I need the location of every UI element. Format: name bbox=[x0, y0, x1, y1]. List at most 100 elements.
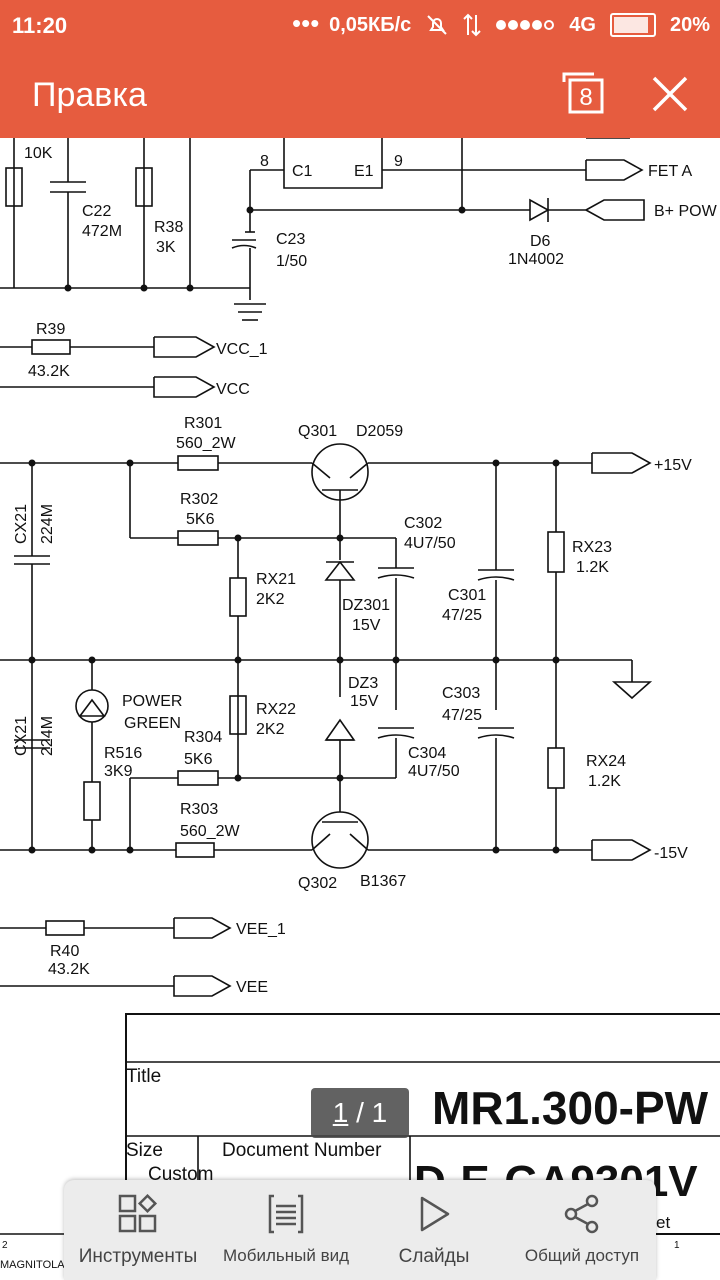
label-dz301: DZ301 bbox=[342, 597, 390, 614]
label-dz3-value: 15V bbox=[350, 693, 379, 710]
status-speed: 0,05КБ/с bbox=[329, 13, 412, 36]
label-rx21: RX21 bbox=[256, 571, 296, 588]
app-bar: Правка 8 bbox=[0, 52, 720, 138]
label-b-pow: B+ POW bbox=[654, 203, 718, 220]
label-r40: R40 bbox=[50, 943, 79, 960]
label-rx24: RX24 bbox=[586, 753, 626, 770]
label-c301-value: 47/25 bbox=[442, 607, 482, 624]
label-r38: R38 bbox=[154, 219, 183, 236]
label-pin8: 8 bbox=[260, 153, 269, 170]
label-c302: C302 bbox=[404, 515, 442, 532]
label-cx21-b: CX21 bbox=[13, 716, 30, 756]
tools-button[interactable]: Инструменты bbox=[64, 1180, 212, 1280]
label-r302: R302 bbox=[180, 491, 218, 508]
status-more-dots: ••• bbox=[292, 8, 320, 38]
label-r303: R303 bbox=[180, 801, 218, 818]
label-dz3: DZ3 bbox=[348, 675, 378, 692]
label-q302: Q302 bbox=[298, 875, 337, 892]
tools-label: Инструменты bbox=[78, 1246, 198, 1267]
signal-icon bbox=[496, 20, 555, 30]
close-button[interactable] bbox=[650, 74, 690, 114]
bottom-toolbar: Инструменты Мобильный вид Слайды Общий д… bbox=[64, 1180, 656, 1280]
page-indicator: 1 / 1 bbox=[311, 1088, 409, 1138]
label-cx21-b-value: 224M bbox=[39, 716, 56, 756]
label-d2059: D2059 bbox=[356, 423, 403, 440]
label-c1: C1 bbox=[292, 163, 313, 180]
label-c301: C301 bbox=[448, 587, 486, 604]
title-block-sheet: et bbox=[656, 1213, 670, 1232]
label-r304: R304 bbox=[184, 729, 222, 746]
battery-icon bbox=[609, 13, 656, 37]
status-bar: 11:20 ••• 0,05КБ/с 4G 20% bbox=[0, 0, 720, 52]
label-dz301-value: 15V bbox=[352, 617, 381, 634]
page-current: 1 bbox=[332, 1097, 349, 1128]
label-power: POWER bbox=[122, 693, 182, 710]
pages-count: 8 bbox=[579, 84, 592, 111]
label-rx21-value: 2K2 bbox=[256, 591, 285, 608]
label-d6-value: 1N4002 bbox=[508, 251, 564, 268]
page-total: 1 bbox=[371, 1097, 388, 1128]
pages-button[interactable]: 8 bbox=[562, 72, 604, 114]
label-rx22-value: 2K2 bbox=[256, 721, 285, 738]
status-network: 4G bbox=[569, 13, 596, 36]
label-r516-value: 3K9 bbox=[104, 763, 133, 780]
label-rx23: RX23 bbox=[572, 539, 612, 556]
notification-off-icon bbox=[427, 15, 447, 35]
label-c22-value: 472M bbox=[82, 223, 122, 240]
title-block-title-value: MR1.300-PW bbox=[432, 1082, 709, 1134]
label-green: GREEN bbox=[124, 715, 181, 732]
label-rx22: RX22 bbox=[256, 701, 296, 718]
label-r302-value: 5K6 bbox=[186, 511, 215, 528]
label-rx23-value: 1.2K bbox=[576, 559, 609, 576]
title-block-docnum-label: Document Number bbox=[222, 1140, 382, 1161]
label-c23-value: 1/50 bbox=[276, 253, 307, 270]
mobile-view-icon bbox=[268, 1194, 304, 1234]
mobile-view-button[interactable]: Мобильный вид bbox=[212, 1180, 360, 1280]
slides-play-icon bbox=[420, 1196, 450, 1232]
page-title: Правка bbox=[32, 76, 147, 114]
border-mark-1: 1 bbox=[674, 1240, 680, 1251]
label-c22: C22 bbox=[82, 203, 111, 220]
status-right: 0,05КБ/с 4G 20% bbox=[329, 13, 710, 37]
label-e1: E1 bbox=[354, 163, 374, 180]
share-icon bbox=[564, 1194, 599, 1234]
slides-label: Слайды bbox=[398, 1246, 470, 1267]
label-fet-a: FET A bbox=[648, 163, 692, 180]
status-time: 11:20 bbox=[12, 13, 68, 38]
label-c23: C23 bbox=[276, 231, 305, 248]
label-pin9: 9 bbox=[394, 153, 403, 170]
label-vcc: VCC bbox=[216, 381, 250, 398]
border-mark-2: 2 bbox=[2, 1240, 8, 1251]
title-block-size-value: Custom bbox=[148, 1164, 213, 1185]
label-c302-value: 4U7/50 bbox=[404, 535, 456, 552]
label-vcc1: VCC_1 bbox=[216, 341, 268, 358]
label-plus15v: +15V bbox=[654, 457, 692, 474]
close-icon bbox=[652, 76, 688, 112]
label-b1367: B1367 bbox=[360, 873, 406, 890]
label-r39-value: 43.2K bbox=[28, 363, 70, 380]
label-c304-value: 4U7/50 bbox=[408, 763, 460, 780]
share-label: Общий доступ bbox=[524, 1246, 640, 1265]
label-r516: R516 bbox=[104, 745, 142, 762]
pages-icon: 8 bbox=[562, 72, 604, 114]
label-cx21-a-value: 224M bbox=[39, 504, 56, 544]
label-cx21-a: CX21 bbox=[13, 504, 30, 544]
label-r304-value: 5K6 bbox=[184, 751, 213, 768]
label-r10k: 10K bbox=[24, 145, 53, 162]
label-c303-value: 47/25 bbox=[442, 707, 482, 724]
label-r40-value: 43.2K bbox=[48, 961, 90, 978]
label-r303-value: 560_2W bbox=[180, 823, 240, 840]
label-c303: C303 bbox=[442, 685, 480, 702]
label-c304: C304 bbox=[408, 745, 446, 762]
tools-icon bbox=[118, 1194, 158, 1233]
label-d6: D6 bbox=[530, 233, 551, 250]
share-button[interactable]: Общий доступ bbox=[508, 1180, 656, 1280]
status-battery: 20% bbox=[669, 13, 710, 36]
label-r38-value: 3K bbox=[156, 239, 176, 256]
label-vee1: VEE_1 bbox=[236, 921, 286, 938]
label-vee: VEE bbox=[236, 979, 268, 996]
slides-button[interactable]: Слайды bbox=[360, 1180, 508, 1280]
page-separator: / bbox=[348, 1097, 372, 1128]
data-arrows-icon bbox=[463, 13, 481, 37]
label-minus15v: -15V bbox=[654, 845, 688, 862]
